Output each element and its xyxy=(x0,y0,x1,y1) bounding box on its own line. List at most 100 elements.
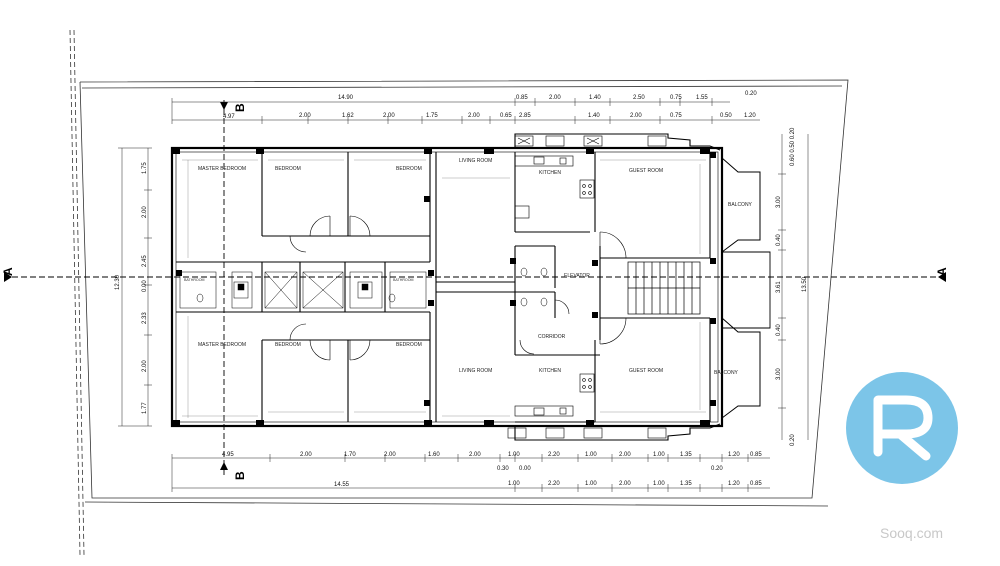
dim-left-2: 2.00 xyxy=(142,206,148,218)
dim-right-bottom-small: 0.20 xyxy=(790,434,796,446)
room-label-master-bedroom-bottom: MASTER BEDROOM xyxy=(198,342,246,348)
section-line-a xyxy=(4,272,946,282)
section-marker-b-bottom: B xyxy=(233,471,247,480)
room-label-bedroom-top-2: BEDROOM xyxy=(396,166,422,172)
dim-bot-extra-2: 0.00 xyxy=(519,466,531,472)
dimension-lines-top xyxy=(171,98,760,124)
dim-top-start: 4.97 xyxy=(223,114,235,120)
dim-bot-11: 1.00 xyxy=(653,452,665,458)
dim-right-top-small: 0.60 0.50 0.20 xyxy=(790,127,796,166)
dim-top-r2-3: 2.00 xyxy=(383,113,395,119)
room-label-kitchen-top: KITCHEN xyxy=(539,170,561,176)
dim-top-r2-5: 2.00 xyxy=(468,113,480,119)
section-marker-a-left: A xyxy=(1,267,15,276)
staircase xyxy=(627,261,701,315)
dim-bot-8: 2.20 xyxy=(548,452,560,458)
structural-columns xyxy=(172,148,716,426)
room-label-guest-room-top: GUEST ROOM xyxy=(629,168,663,174)
dim-right-4: 0.40 xyxy=(776,324,782,336)
dimension-lines-right xyxy=(778,134,809,440)
dim-left-3: 2.45 xyxy=(142,255,148,267)
dim-bot-10: 2.00 xyxy=(619,452,631,458)
dim-top-r2-7: 2.85 xyxy=(519,113,531,119)
room-label-living-room-bottom: LIVING ROOM xyxy=(459,368,492,374)
dim-bot-7: 1.00 xyxy=(508,452,520,458)
dimension-lines-bottom xyxy=(171,454,770,492)
dim-top-4: 2.50 xyxy=(633,95,645,101)
room-label-master-bedroom-top: MASTER BEDROOM xyxy=(198,166,246,172)
dim-bot-r2-1: 1.00 xyxy=(508,481,520,487)
dim-left-5: 2.33 xyxy=(142,312,148,324)
dim-right-5: 3.00 xyxy=(776,368,782,380)
room-label-guest-room-bottom: GUEST ROOM xyxy=(629,368,663,374)
dim-bot-9: 1.00 xyxy=(585,452,597,458)
dim-top-r2-10: 0.75 xyxy=(670,113,682,119)
interior-walls xyxy=(176,152,711,423)
dim-bot-r2-6: 1.35 xyxy=(680,481,692,487)
windows xyxy=(507,135,667,439)
section-marker-a-right: A xyxy=(935,267,949,276)
dim-left-1: 1.75 xyxy=(142,162,148,174)
dim-top-total: 14.90 xyxy=(338,95,354,101)
dim-top-r2-1: 2.00 xyxy=(299,113,311,119)
dim-bot-5: 1.60 xyxy=(428,452,440,458)
dim-left-4: 0.00 xyxy=(142,280,148,292)
dim-bot-4: 2.00 xyxy=(384,452,396,458)
dim-top-r2-6: 0.65 xyxy=(500,113,512,119)
dim-bot-2: 2.00 xyxy=(300,452,312,458)
dim-right-1: 3.00 xyxy=(776,196,782,208)
dim-bot-1: 4.95 xyxy=(222,452,234,458)
dim-top-r2-9: 2.00 xyxy=(630,113,642,119)
dim-bot-3: 1.70 xyxy=(344,452,356,458)
dim-top-6: 1.55 xyxy=(696,95,708,101)
dim-top-2: 2.00 xyxy=(549,95,561,101)
plot-boundary xyxy=(69,29,849,556)
room-label-bathroom-2: BATHROOM xyxy=(393,278,414,282)
dim-left-7: 1.77 xyxy=(142,402,148,414)
dim-left-total: 12.30 xyxy=(115,274,121,290)
dim-bot-14: 0.85 xyxy=(750,452,762,458)
brand-logo-mark xyxy=(873,395,933,461)
dim-right-2: 0.40 xyxy=(776,234,782,246)
room-label-bedroom-bottom-1: BEDROOM xyxy=(275,342,301,348)
room-label-living-room-top: LIVING ROOM xyxy=(459,158,492,164)
room-label-balcony-bottom: BALCONY xyxy=(714,370,739,376)
dim-bot-extra-3: 0.20 xyxy=(711,466,723,472)
dim-bot-r2-3: 1.00 xyxy=(585,481,597,487)
building-walls xyxy=(170,133,771,441)
dim-bot-r2-7: 1.20 xyxy=(728,481,740,487)
dim-top-r2-4: 1.75 xyxy=(426,113,438,119)
dim-top-r2-11: 0.50 xyxy=(720,113,732,119)
brand-logo-circle xyxy=(846,372,958,484)
room-label-bedroom-top-1: BEDROOM xyxy=(275,166,301,172)
dim-right-total: 13.50 xyxy=(802,276,808,292)
dim-top-3: 1.40 xyxy=(589,95,601,101)
dim-bot-6: 2.00 xyxy=(469,452,481,458)
dim-bot-total: 14.55 xyxy=(334,482,350,488)
dimension-lines-left xyxy=(118,147,152,427)
dim-top-1: 0.85 xyxy=(516,95,528,101)
section-line-b xyxy=(220,100,228,478)
dim-right-3: 3.61 xyxy=(776,281,782,293)
room-label-elevator: ELEVATOR xyxy=(564,273,590,279)
dim-bot-extra-1: 0.30 xyxy=(497,466,509,472)
dim-top-r2-2: 1.62 xyxy=(342,113,354,119)
section-marker-b-top: B xyxy=(233,103,247,112)
dim-top-5: 0.75 xyxy=(670,95,682,101)
kitchen-counters xyxy=(514,155,595,417)
dim-bot-12: 1.35 xyxy=(680,452,692,458)
bathroom-fixtures xyxy=(179,267,548,309)
dim-bot-r2-2: 2.20 xyxy=(548,481,560,487)
room-label-bathroom-1: BATHROOM xyxy=(184,278,205,282)
dim-bot-r2-5: 1.00 xyxy=(653,481,665,487)
dim-top-r2-8: 1.40 xyxy=(588,113,600,119)
room-dim-ticks xyxy=(182,159,706,418)
watermark-text: Sooq.com xyxy=(880,525,943,541)
room-label-balcony-top: BALCONY xyxy=(728,202,753,208)
brand-logo xyxy=(846,372,958,484)
dim-top-7: 0.20 xyxy=(745,91,757,97)
room-label-bedroom-bottom-2: BEDROOM xyxy=(396,342,422,348)
dim-bot-r2-8: 0.85 xyxy=(750,481,762,487)
